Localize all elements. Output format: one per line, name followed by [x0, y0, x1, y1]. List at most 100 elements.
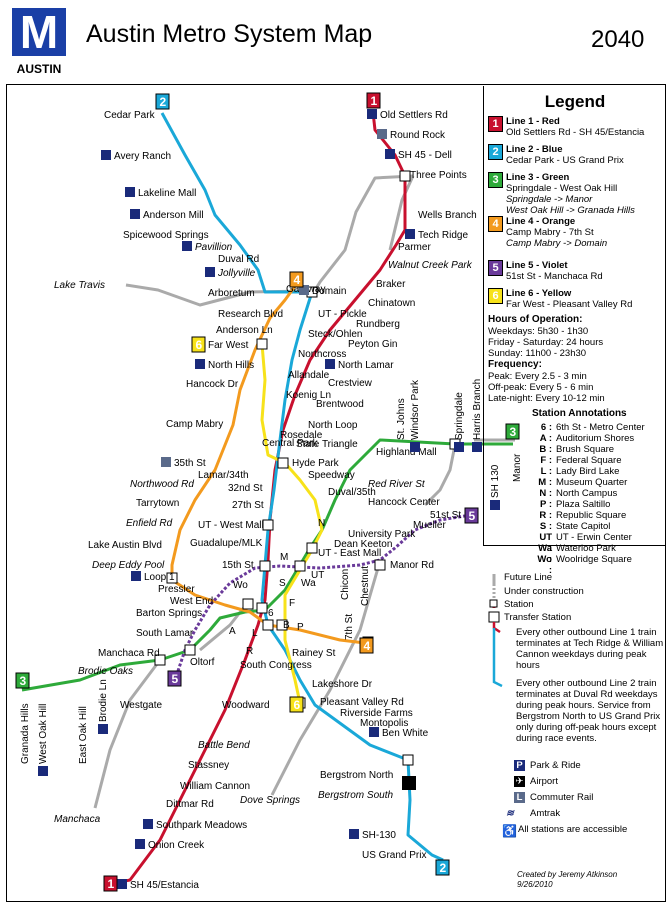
station-label: 27th St	[232, 500, 264, 511]
station-label: Manor	[512, 453, 523, 482]
park-ride-icon	[349, 829, 359, 839]
annotation-letter: UT	[311, 570, 324, 581]
station-label: Round Rock	[390, 130, 446, 141]
annotation-text: Plaza Saltillo	[556, 499, 611, 510]
red-line-note: Every other outbound Line 1 train termin…	[516, 627, 664, 671]
annotation-text: Museum Quarter	[556, 477, 628, 488]
station-label: Enfield Rd	[126, 518, 173, 529]
station-label: Jollyville	[217, 268, 256, 279]
line-6-yellow	[260, 343, 324, 704]
wheelchair-icon: ♿	[502, 824, 517, 838]
station-label: Guadalupe/MLK	[190, 538, 263, 549]
station-label: Research Blvd	[218, 309, 283, 320]
line-badge-number: 5	[469, 509, 476, 523]
line-badge: 1	[488, 116, 503, 132]
key-station: Station	[504, 599, 534, 610]
station-label: University Park	[348, 529, 416, 540]
station-label: Steck/Ohlen	[308, 329, 362, 340]
station-label: Lakeline Mall	[138, 188, 196, 199]
park-ride-icon	[325, 359, 335, 369]
transfer-station	[262, 619, 274, 631]
transfer-station	[374, 559, 386, 571]
station-label: Stassney	[188, 760, 229, 771]
station-label: Pressler	[158, 584, 195, 595]
annotation-code: N :	[539, 488, 552, 499]
annotation-code: F :	[540, 455, 552, 466]
frequency-line: Peak: Every 2.5 - 3 min	[488, 371, 587, 382]
annotation-code: P :	[540, 499, 552, 510]
transfer-station	[402, 754, 414, 766]
station-label: SH 130	[490, 464, 501, 498]
key-symbols	[488, 574, 503, 688]
station-label: Avery Ranch	[114, 151, 171, 162]
park-ride-icon	[367, 109, 377, 119]
line-badge: 4	[488, 216, 503, 232]
park-ride-icon	[182, 241, 192, 251]
station-label: Oltorf	[190, 657, 215, 668]
commuter-rail-icon	[161, 457, 171, 467]
airplane-icon	[402, 776, 416, 790]
station-label: North Loop	[308, 420, 358, 431]
key-transfer-station: Transfer Station	[504, 612, 572, 623]
station-label: Highland Mall	[376, 447, 437, 458]
line-name: Line 4 - Orange	[506, 216, 576, 227]
station-label: Mueller	[413, 520, 446, 531]
park-ride-icon	[410, 442, 420, 452]
line-badge: 2	[488, 144, 503, 160]
station-label: Dove Springs	[240, 795, 300, 806]
key-park-ride: Park & Ride	[530, 760, 581, 771]
line-branch: Springdale -> Manor	[506, 194, 593, 205]
station-label: St. Johns	[396, 398, 407, 440]
park-ride-icon	[125, 187, 135, 197]
station-label: Barton Springs	[136, 608, 202, 619]
annotation-code: UT :	[539, 532, 552, 554]
map-frame	[6, 84, 666, 902]
park-ride-icon	[205, 267, 215, 277]
frequency-line: Late-night: Every 10-12 min	[488, 393, 605, 404]
annotation-text: Waterloo Park	[556, 543, 616, 554]
annotation-letter: P	[297, 622, 304, 633]
station-label: Dean Keeton	[334, 539, 392, 550]
park-ride-icon	[454, 442, 464, 452]
station-label: Brodie Ln	[98, 679, 109, 722]
transfer-station	[256, 338, 268, 350]
map-year: 2040	[591, 26, 645, 53]
station-label: West End	[170, 596, 213, 607]
station-label: South Lamar	[136, 628, 194, 639]
park-ride-icon	[405, 229, 415, 239]
airplane-icon: ✈	[514, 776, 525, 787]
annotation-text: State Capitol	[556, 521, 611, 532]
line-badge	[155, 93, 170, 110]
station-label: Rainey St	[292, 648, 336, 659]
station-label: Lake Austin Blvd	[88, 540, 162, 551]
annotation-code: M :	[538, 477, 552, 488]
annotation-text: Lady Bird Lake	[556, 466, 620, 477]
annotation-text: North Campus	[556, 488, 618, 499]
station-label: 32nd St	[228, 483, 263, 494]
station-label: 35th St	[174, 458, 206, 469]
station-label: Red River St	[368, 479, 426, 490]
map-key: Future Line Under construction Station T…	[488, 568, 668, 858]
line-badge-number: 3	[20, 674, 27, 688]
annotation-text: Woolridge Square	[556, 554, 632, 565]
transfer-station	[276, 619, 288, 631]
line-branch: Camp Mabry -> Domain	[506, 238, 608, 249]
station-label: SH 45 - Dell	[398, 150, 452, 161]
station-label: SH-130	[362, 830, 396, 841]
transfer-station	[306, 542, 318, 554]
park-ride-icon	[369, 727, 379, 737]
future-line	[93, 659, 162, 809]
annotation-text: Brush Square	[556, 444, 615, 455]
annotation-code: S :	[539, 521, 552, 532]
commuter-rail-icon	[377, 129, 387, 139]
hours-line: Friday - Saturday: 24 hours	[488, 337, 604, 348]
station-label: Westgate	[120, 700, 162, 711]
line-badge: 6	[488, 288, 503, 304]
line-badge-number: 5	[172, 672, 179, 686]
annotation-code: B :	[539, 444, 552, 455]
